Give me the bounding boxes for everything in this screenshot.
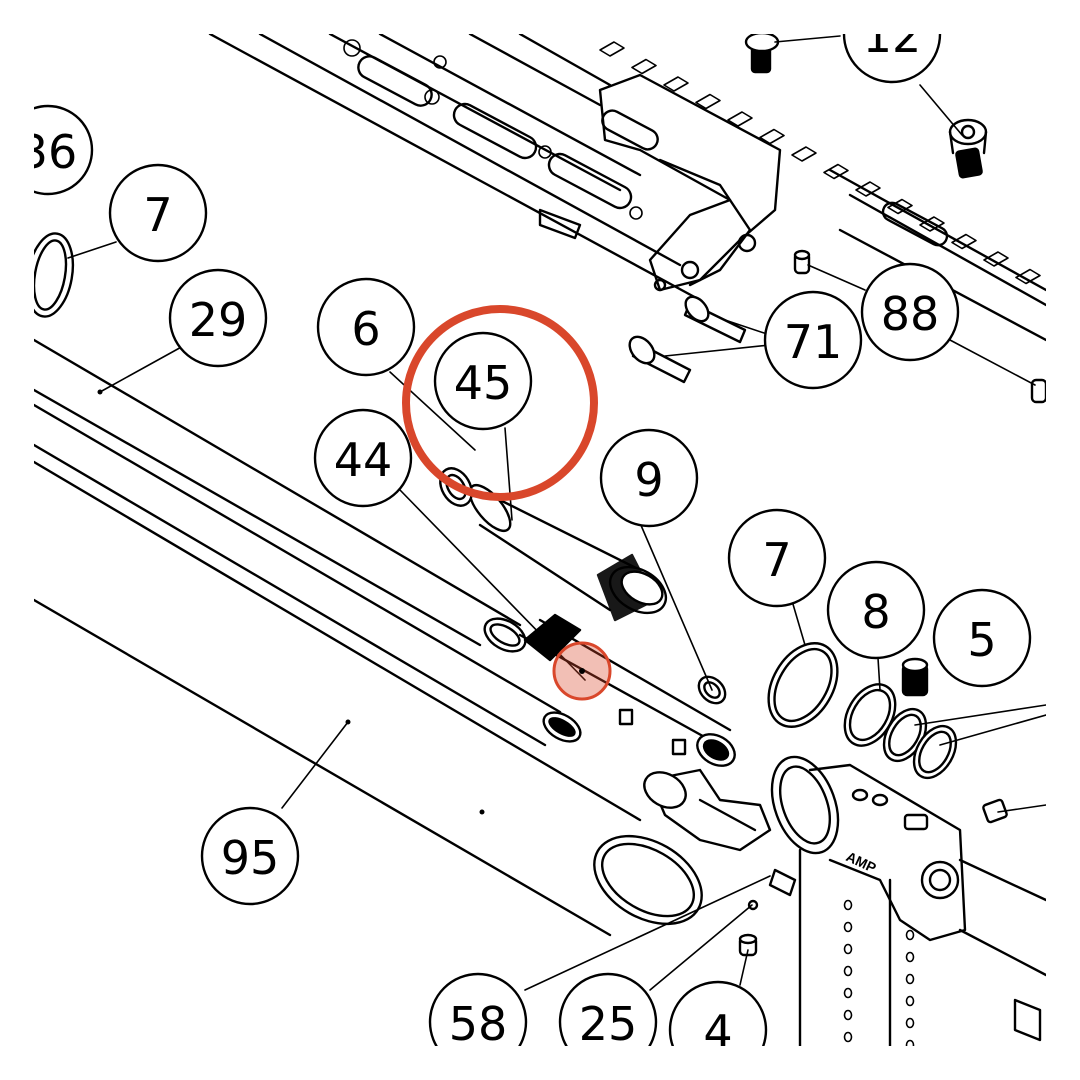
- callout-label: 45: [454, 356, 513, 410]
- callout-circle: [599, 428, 699, 528]
- callout-label: 44: [334, 433, 393, 487]
- rail-tooth: [983, 251, 1009, 267]
- callout-71: 71: [763, 290, 863, 390]
- receiver-hole: [905, 951, 915, 963]
- rail-tooth: [663, 76, 689, 92]
- callout-label: 36: [34, 125, 77, 179]
- receiver-hole: [843, 1031, 853, 1043]
- rail-tooth: [695, 93, 721, 110]
- pins-71-88: [628, 249, 1046, 404]
- callout-45: 45: [433, 331, 533, 431]
- callout-label: 7: [143, 188, 172, 242]
- rail-tooth: [919, 216, 945, 232]
- callout-circle: [316, 277, 416, 377]
- callout-36: 36: [34, 104, 94, 196]
- rail-tooth: [791, 146, 817, 162]
- diagram-frame: AMP: [34, 34, 1046, 1046]
- o-rings: [34, 232, 958, 780]
- callout-circle: [34, 104, 94, 196]
- callout-circle: [433, 331, 533, 431]
- callout-5: 5: [932, 588, 1032, 688]
- callout-label: 5: [967, 613, 996, 667]
- rail-tooth: [823, 163, 849, 180]
- callout-circle: [763, 290, 863, 390]
- receiver-hole: [905, 929, 915, 941]
- callout-circle: [200, 806, 300, 906]
- callout-8: 8: [826, 560, 926, 660]
- callout-label: 4: [703, 1005, 732, 1046]
- receiver-hole: [843, 899, 853, 911]
- receiver-block: AMP: [643, 755, 1046, 1046]
- callout-label: 25: [579, 997, 638, 1046]
- rail-tooth: [727, 111, 753, 127]
- diagram-canvas: AMP: [34, 34, 1046, 1046]
- highlight-layer: [402, 305, 612, 701]
- callout-88: 88: [860, 262, 960, 362]
- callout-circle: [428, 972, 528, 1046]
- callout-circle: [558, 972, 658, 1046]
- callout-circle: [168, 268, 268, 368]
- rail-tooth: [855, 181, 881, 197]
- callout-label: 8: [861, 585, 890, 639]
- callout-6: 6: [316, 277, 416, 377]
- callout-label: 6: [351, 302, 380, 356]
- callout-label: 29: [189, 293, 248, 347]
- receiver-hole: [843, 1009, 853, 1021]
- rail-tooth: [599, 41, 625, 57]
- rail-tooth: [951, 233, 977, 250]
- callout-label: 12: [863, 34, 922, 63]
- receiver-hole: [905, 973, 915, 985]
- callout-circle: [727, 508, 827, 608]
- callout-label: 7: [762, 533, 791, 587]
- callout-9: 9: [599, 428, 699, 528]
- callout-25: 25: [558, 972, 658, 1046]
- receiver-hole: [905, 995, 915, 1007]
- callout-label: 88: [881, 287, 940, 341]
- callout-circle: [860, 262, 960, 362]
- callout-58: 58: [428, 972, 528, 1046]
- callout-4: 4: [668, 980, 768, 1046]
- callout-circle: [932, 588, 1032, 688]
- screw-12: [744, 34, 988, 179]
- receiver-hole: [905, 1039, 915, 1046]
- callout-29: 29: [168, 268, 268, 368]
- callout-label: 95: [221, 831, 280, 885]
- highlight-dot-center: [579, 668, 585, 674]
- callout-label: 71: [784, 315, 843, 369]
- callout-circle: [313, 408, 413, 508]
- callout-bubbles: 36 7 29 6 45 44 9 7 8 5 12 88 71 95 58 25 4: [34, 34, 1032, 1046]
- picatinny-rail-assembly: [208, 34, 1046, 342]
- receiver-hole: [843, 965, 853, 977]
- callout-circle: [108, 163, 208, 263]
- rail-tooth: [631, 58, 657, 75]
- callout-circle: [842, 34, 942, 84]
- callout-12: 12: [842, 34, 942, 84]
- receiver-hole: [843, 987, 853, 999]
- rail-tooth: [887, 198, 913, 215]
- barrel-shroud-95: [34, 338, 703, 937]
- receiver-hole: [905, 1017, 915, 1029]
- rail-tooth: [1015, 268, 1041, 285]
- callout-label: 58: [449, 997, 508, 1046]
- callout-95: 95: [200, 806, 300, 906]
- callout-7a: 7: [108, 163, 208, 263]
- callout-7b: 7: [727, 508, 827, 608]
- receiver-hole: [843, 921, 853, 933]
- inner-tube-44: [518, 613, 736, 767]
- highlight-ring: [402, 305, 598, 501]
- callout-circle: [668, 980, 768, 1046]
- callout-44: 44: [313, 408, 413, 508]
- callout-label: 9: [634, 453, 663, 507]
- callout-circle: [826, 560, 926, 660]
- leader-lines: [67, 35, 1046, 991]
- receiver-hole: [843, 943, 853, 955]
